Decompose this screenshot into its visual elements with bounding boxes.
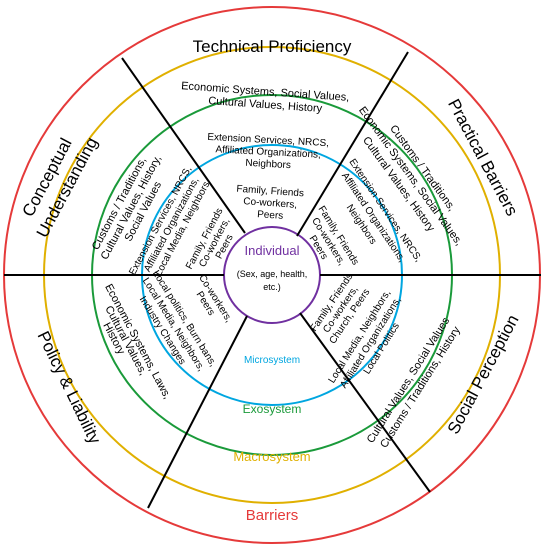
technical-micro-3: Peers (257, 209, 284, 222)
exosystem-label: Exosystem (243, 402, 302, 416)
sector-policy: Policy & Liability Economic Systems, Law… (33, 269, 234, 448)
center-subtitle-2: etc.) (263, 282, 281, 292)
technical-micro-2: Co-workers, (243, 196, 298, 211)
practical-macro-2: Economic Systems, Social Values, (356, 105, 465, 248)
barriers-label: Barriers (246, 507, 299, 524)
divider-lower-right (299, 312, 431, 493)
technical-exo-3: Neighbors (245, 158, 291, 171)
center-title: Individual (245, 243, 300, 258)
sector-dividers (4, 51, 541, 509)
divider-upper-right (296, 51, 409, 237)
center-subtitle: (Sex, age, health, (237, 269, 308, 279)
sector-social: Social Perception Cultural Values, Socia… (308, 272, 522, 451)
policy-title: Policy & Liability (33, 328, 104, 447)
sector-practical: Practical Barriers Customs / Traditions,… (307, 96, 522, 268)
macrosystem-label: Macrosystem (233, 449, 310, 464)
divider-upper-left (121, 57, 246, 234)
divider-lower-left (147, 315, 248, 509)
microsystem-label: Microsystem (244, 355, 300, 366)
technical-micro-1: Family, Friends (236, 184, 304, 200)
practical-title: Practical Barriers (444, 96, 522, 219)
sector-conceptual: Conceptual Understanding Customs / Tradi… (19, 134, 236, 278)
sector-technical: Technical Proficiency Economic Systems, … (181, 37, 352, 222)
technical-title: Technical Proficiency (193, 37, 352, 56)
